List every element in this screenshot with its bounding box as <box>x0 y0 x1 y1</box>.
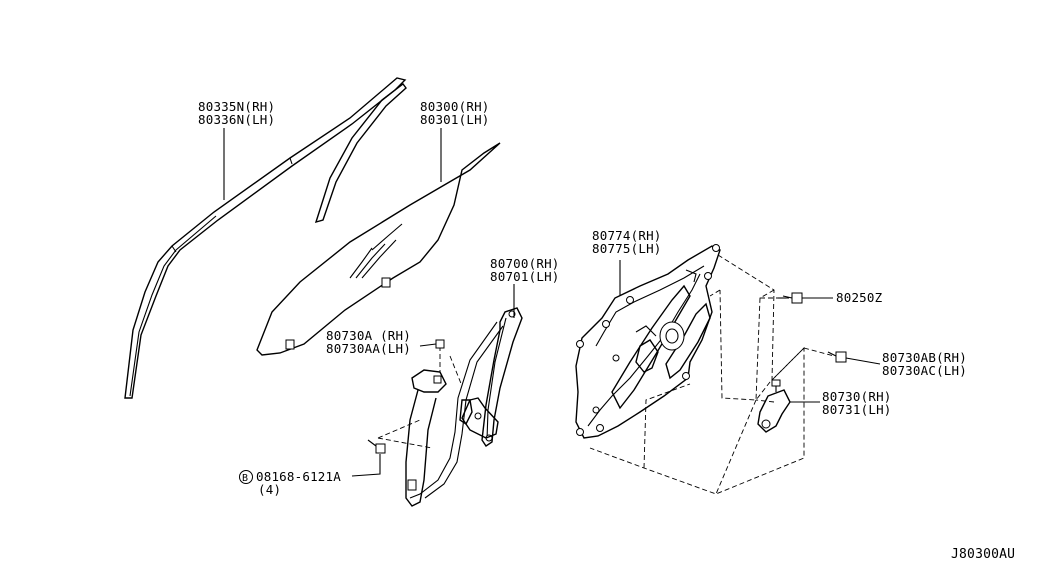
label-bolt-ab-rh: 80730AB(RH) <box>882 350 967 365</box>
label-bolt-a-rh: 80730A (RH) <box>326 328 411 343</box>
label-regulator-lh: 80701(LH) <box>490 269 560 284</box>
label-bolt-std-marker: B <box>242 473 248 484</box>
regulator-reference-lines <box>377 346 463 449</box>
window-motor <box>757 379 820 433</box>
label-motor-lh: 80731(LH) <box>822 402 892 417</box>
label-molding-lh: 80336N(LH) <box>198 112 275 127</box>
door-module-panel <box>575 244 721 439</box>
label-motor-rh: 80730(RH) <box>822 389 892 404</box>
label-bolt-std-qty: (4) <box>258 482 281 497</box>
window-molding <box>124 77 407 399</box>
label-molding-rh: 80335N(RH) <box>198 99 275 114</box>
window-regulator <box>405 307 523 507</box>
bolt-80730ab <box>827 351 881 365</box>
leader-lines <box>223 128 786 318</box>
label-bolt-top: 80250Z <box>836 290 883 305</box>
bolt-80250z <box>782 292 833 304</box>
label-bolt-ab-lh: 80730AC(LH) <box>882 363 967 378</box>
bolt-08168-6121a <box>351 439 386 477</box>
label-panel-rh: 80774(RH) <box>592 228 662 243</box>
label-glass-lh: 80301(LH) <box>420 112 490 127</box>
diagram-code: J80300AU <box>951 547 1015 562</box>
label-regulator-rh: 80700(RH) <box>490 256 560 271</box>
assembly-reference-box <box>589 254 835 495</box>
label-panel-lh: 80775(LH) <box>592 241 662 256</box>
door-glass <box>256 142 501 356</box>
standard-bolt-callout: B 08168-6121A (4) <box>239 469 341 497</box>
label-bolt-std: 08168-6121A <box>256 469 341 484</box>
label-glass-rh: 80300(RH) <box>420 99 490 114</box>
label-bolt-a-lh: 80730AA(LH) <box>326 341 411 356</box>
bolt-80730a <box>419 339 445 349</box>
